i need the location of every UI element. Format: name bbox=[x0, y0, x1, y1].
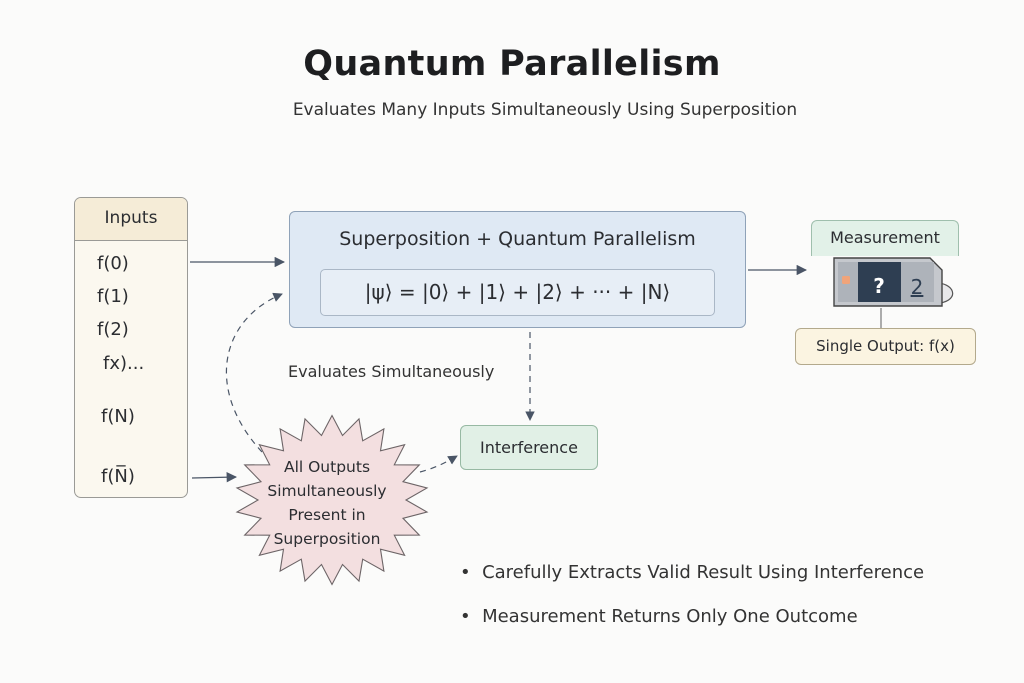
superposition-starburst bbox=[235, 414, 429, 586]
input-item: f(1) bbox=[97, 286, 129, 307]
input-item: fx)... bbox=[103, 353, 145, 374]
bullet-item: • Carefully Extracts Valid Result Using … bbox=[460, 562, 925, 583]
superposition-box: Superposition + Quantum Parallelism |ψ⟩ … bbox=[289, 211, 746, 328]
arrow-inputs-to-star bbox=[191, 472, 238, 483]
input-item: f(0) bbox=[97, 253, 129, 274]
evaluates-simultaneously-label: Evaluates Simultaneously bbox=[288, 362, 495, 381]
all-outputs-text: All Outputs Simultaneously Present in Su… bbox=[267, 458, 387, 548]
input-item: f(N) bbox=[101, 406, 135, 427]
input-item: f(2) bbox=[97, 319, 129, 340]
input-item: f(N̅) bbox=[101, 466, 135, 487]
superposition-title: Superposition + Quantum Parallelism bbox=[339, 228, 696, 250]
page-subtitle: Evaluates Many Inputs Simultaneously Usi… bbox=[292, 100, 798, 120]
inputs-panel: Inputs f(0) f(1) f(2) fx)... f(N) f(N̅) bbox=[74, 197, 188, 498]
arrow-star-to-interference bbox=[419, 455, 458, 473]
page-title: Quantum Parallelism bbox=[303, 44, 721, 84]
bullet-text: Measurement Returns Only One Outcome bbox=[482, 606, 858, 627]
inputs-header: Inputs bbox=[75, 198, 187, 241]
interference-box: Interference bbox=[460, 425, 598, 470]
bullet-text: Carefully Extracts Valid Result Using In… bbox=[482, 562, 925, 583]
bullet-item: • Measurement Returns Only One Outcome bbox=[460, 606, 858, 627]
state-equation: |ψ⟩ = |0⟩ + |1⟩ + |2⟩ + ··· + |N⟩ bbox=[320, 269, 715, 316]
device-question-mark: ? bbox=[873, 274, 885, 298]
measurement-device-icon bbox=[833, 257, 954, 307]
device-digit: 2 bbox=[911, 275, 924, 299]
single-output-box: Single Output: f(x) bbox=[795, 328, 976, 365]
arrow-star-to-superposition bbox=[225, 292, 283, 453]
measurement-label: Measurement bbox=[811, 220, 959, 256]
